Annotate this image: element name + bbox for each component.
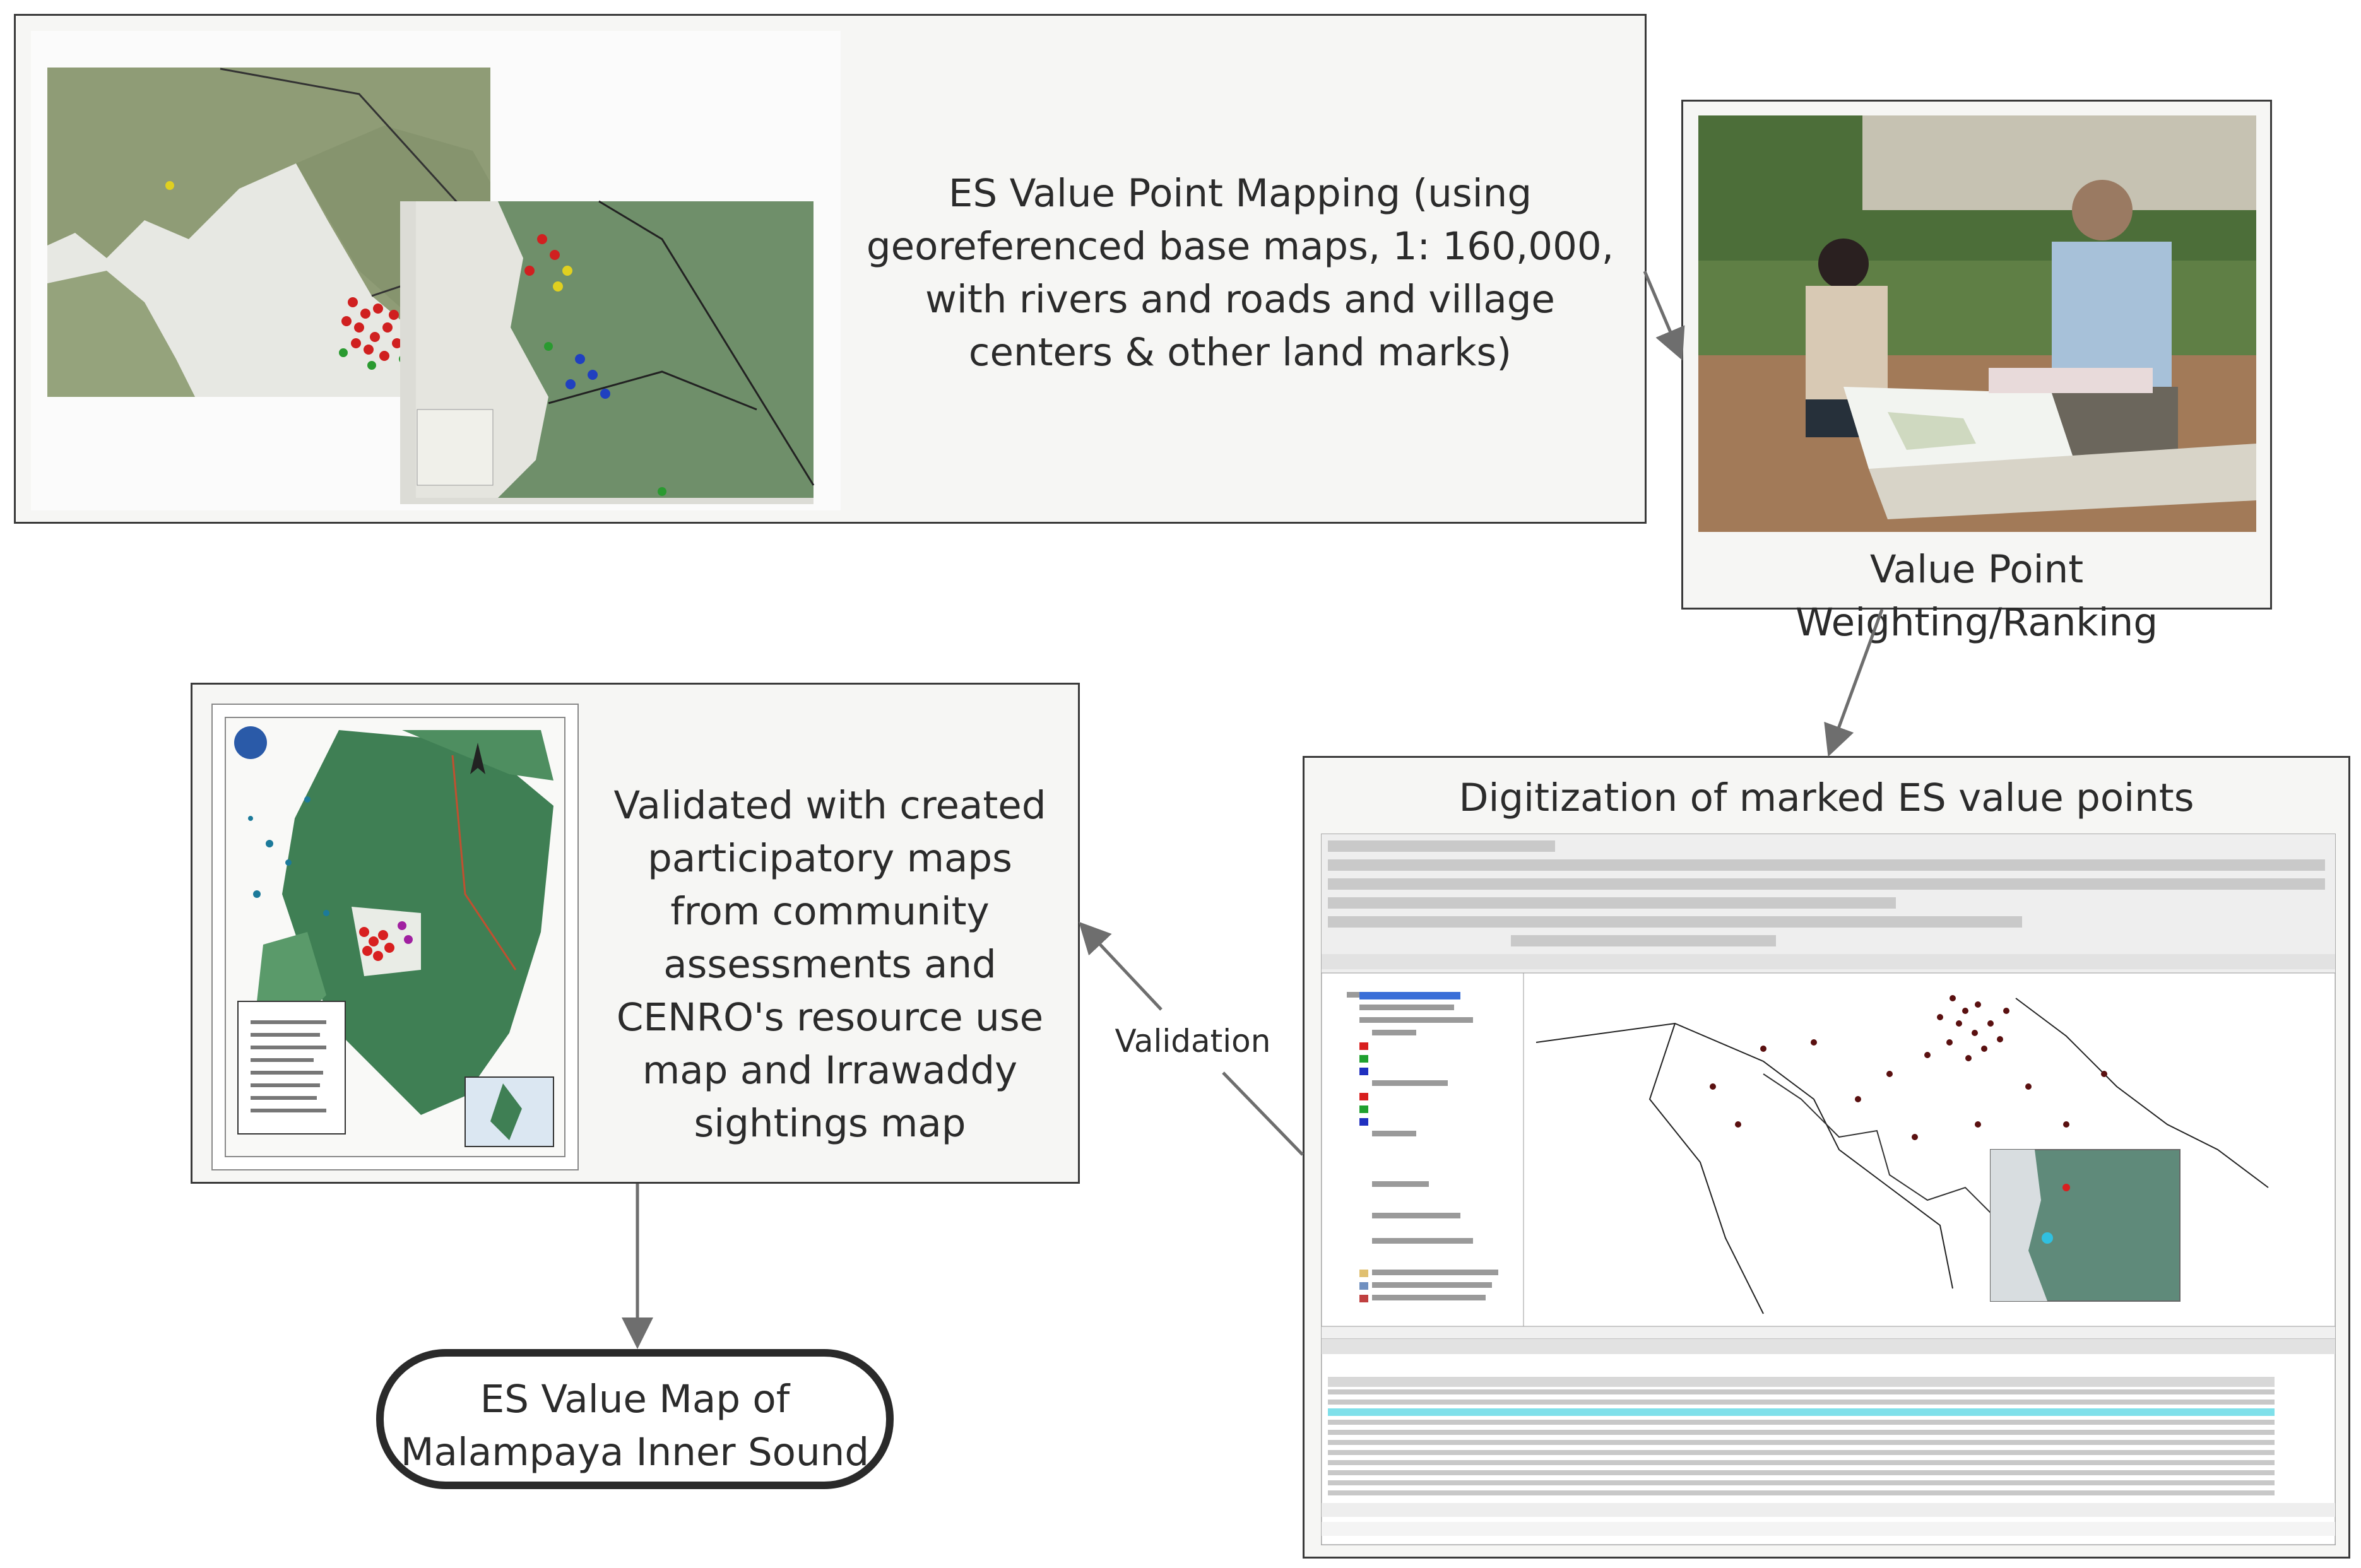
gis-screenshot-graphic (1322, 834, 2335, 1545)
digitization-box: Digitization of marked ES value points (1303, 756, 2350, 1559)
arrow-validation-part-a (1222, 1071, 1304, 1156)
validated-box: Validated with created participatory map… (191, 683, 1080, 1184)
final-line-1: ES Value Map of (480, 1377, 790, 1422)
validation-edge-label: Validation (1092, 1022, 1294, 1060)
resource-use-map-graphic (225, 717, 565, 1157)
paper-map-photo (31, 31, 841, 510)
final-output-box: ES Value Map of Malampaya Inner Sound (376, 1349, 894, 1489)
paper-map-graphic (47, 68, 815, 504)
resource-use-map (211, 704, 579, 1170)
weighting-box: Value Point Weighting/Ranking (1681, 100, 2272, 645)
mapping-box: ES Value Point Mapping (using georeferen… (14, 14, 1647, 524)
field-interview-photo (1698, 115, 2256, 532)
arrow-validation-part-b (1079, 921, 1163, 1011)
weighting-label: Value Point Weighting/Ranking (1795, 547, 2158, 645)
validated-label: Validated with created participatory map… (613, 783, 1046, 1146)
field-interview-graphic (1698, 115, 2256, 532)
gis-screenshot (1321, 834, 2336, 1545)
digitization-label: Digitization of marked ES value points (1459, 775, 2194, 820)
arrow-mapping-to-weighting (1643, 271, 1685, 361)
final-line-2: Malampaya Inner Sound (400, 1430, 870, 1475)
mapping-label: ES Value Point Mapping (using georeferen… (866, 171, 1614, 375)
